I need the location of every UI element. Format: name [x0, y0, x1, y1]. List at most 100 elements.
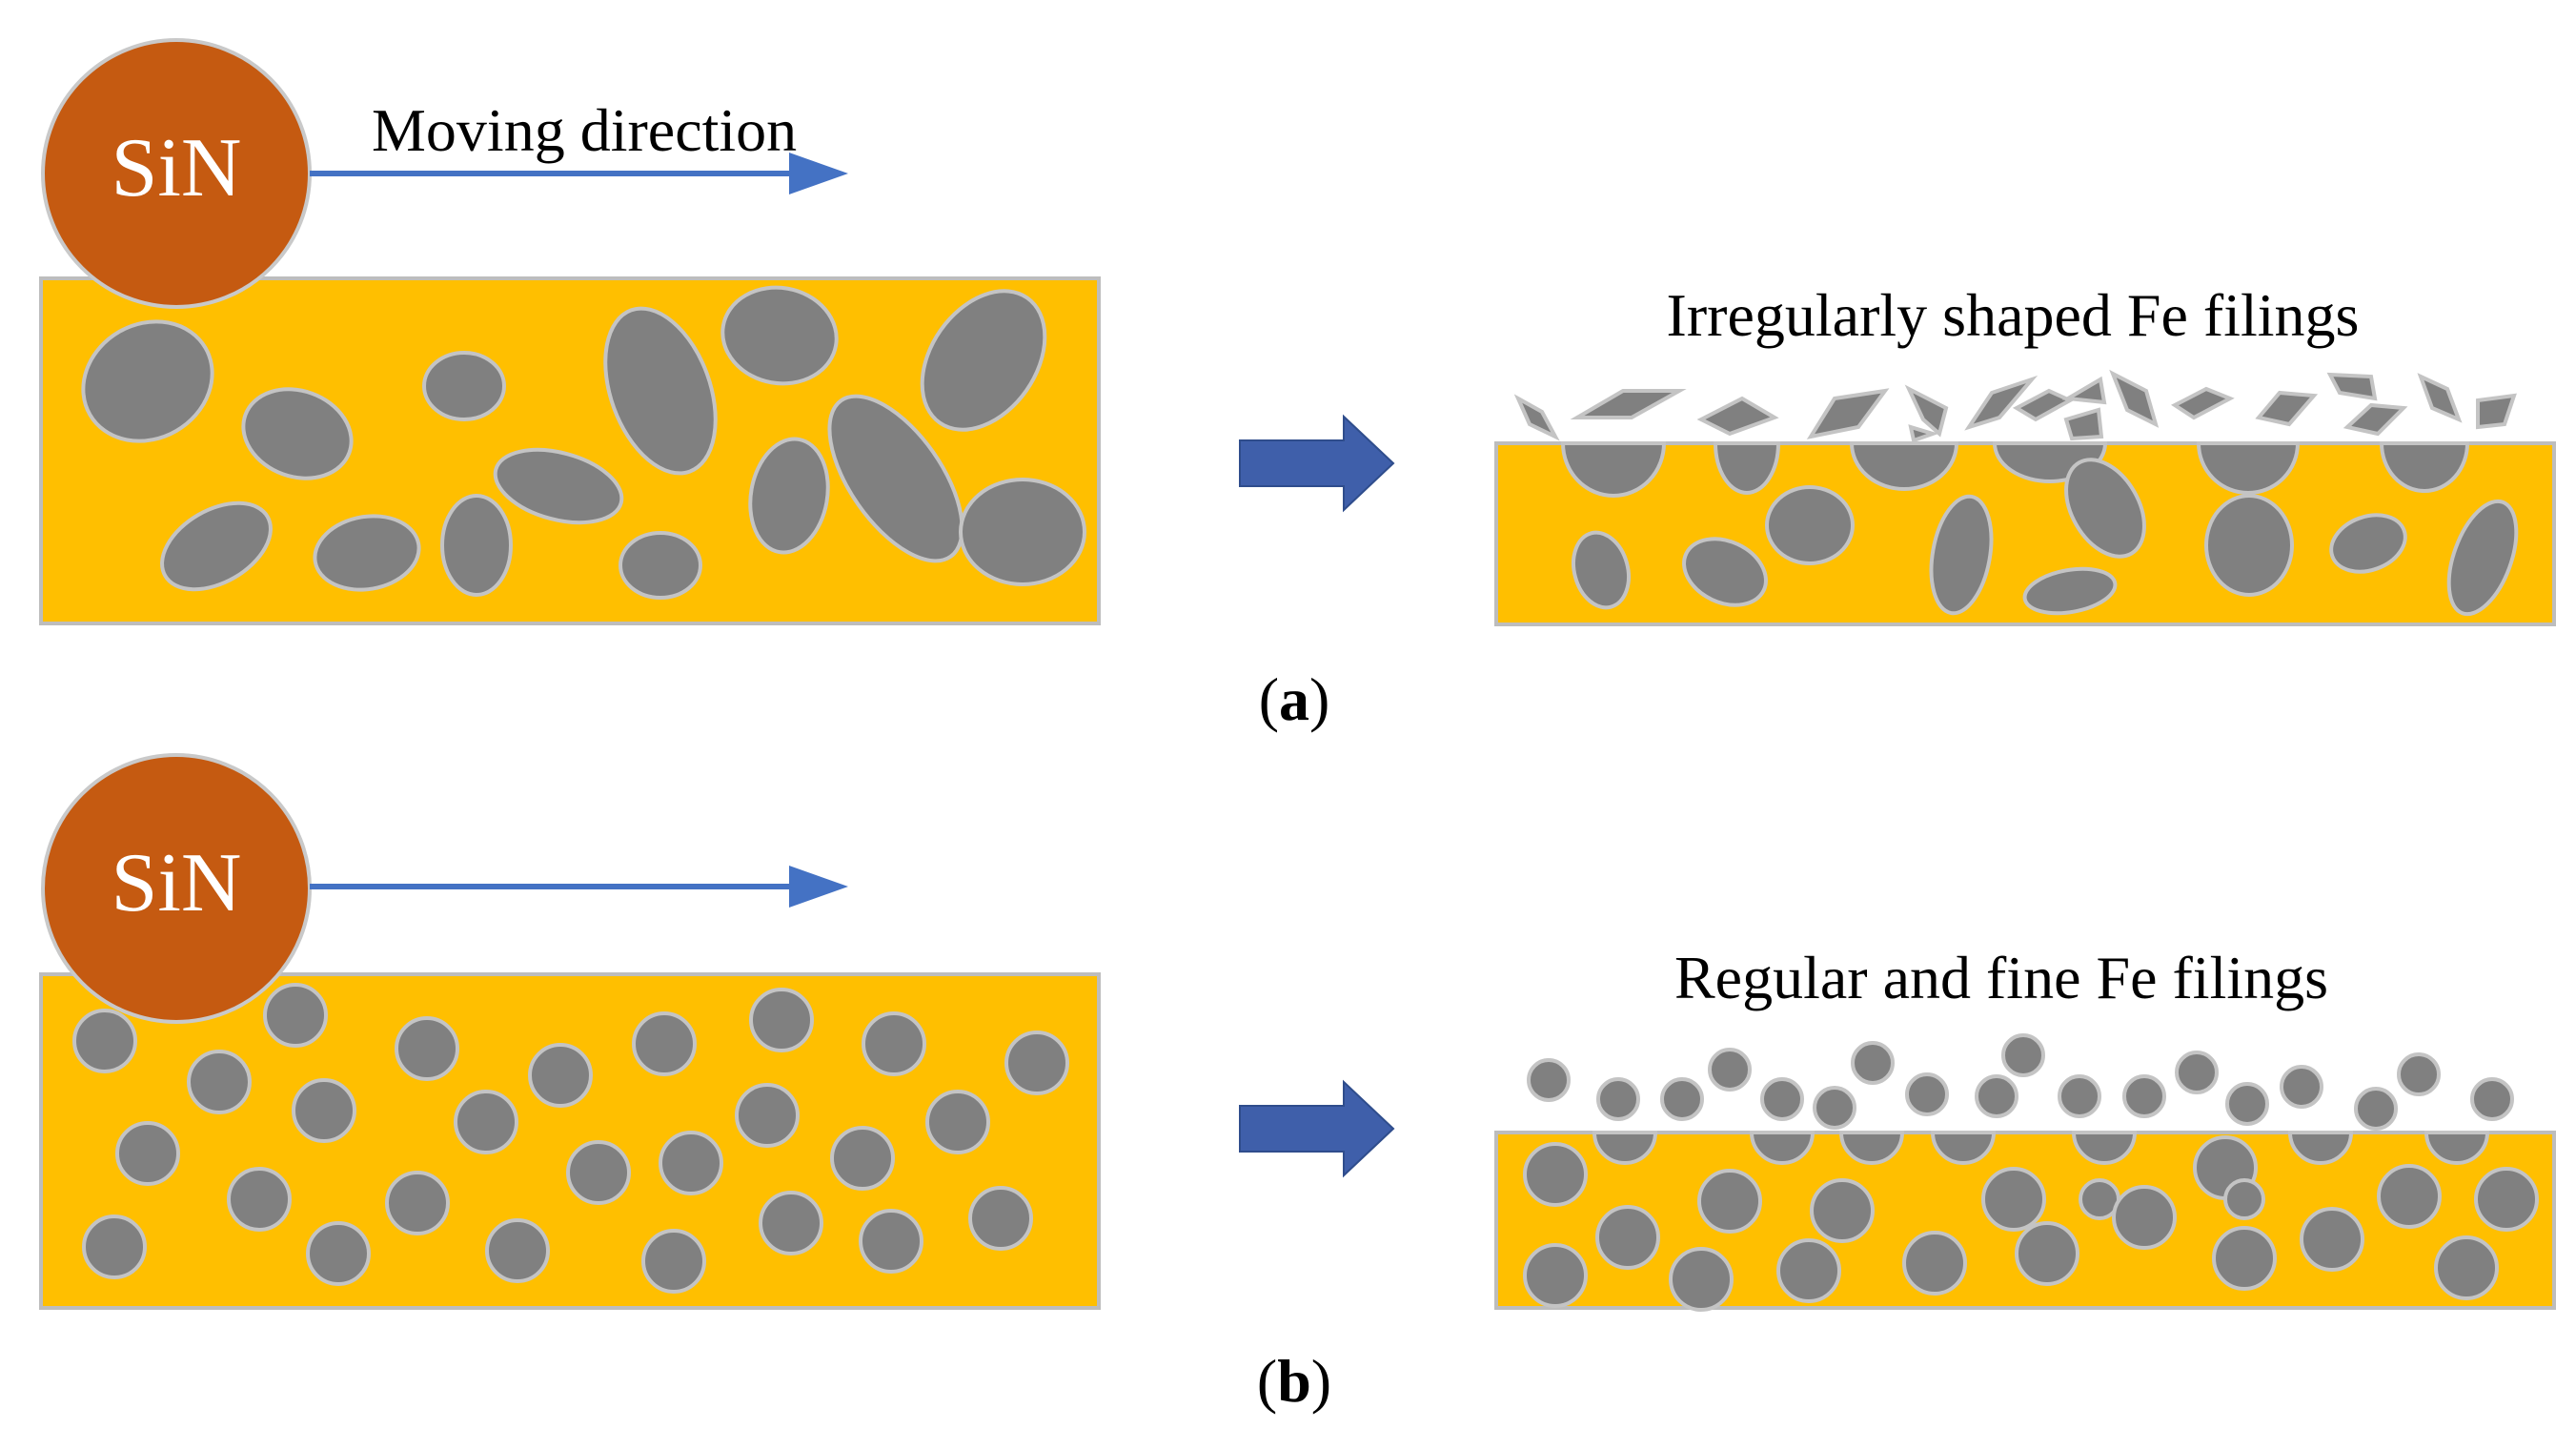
fe-particle: [1776, 1238, 1841, 1303]
fe-particle: [2287, 1131, 2354, 1165]
fe-filing: [1975, 1074, 2018, 1118]
fe-filing: [2175, 1051, 2219, 1094]
fe-particle: [82, 1214, 147, 1279]
panel-a-after: Irregularly shaped Fe filings: [1494, 281, 2556, 626]
fe-particle: [1595, 1205, 1660, 1270]
fe-filing: [2001, 1033, 2045, 1077]
fe-filing: [2255, 390, 2319, 427]
fe-filing: [2326, 372, 2378, 401]
fe-filing: [2109, 369, 2160, 428]
fe-particle: [2434, 1235, 2499, 1300]
fe-filing: [2354, 1087, 2398, 1131]
process-arrow-b: [1239, 1079, 1395, 1178]
fe-filing: [2058, 1074, 2101, 1118]
fe-particle: [748, 437, 830, 555]
fe-filing: [2397, 1052, 2441, 1096]
fe-particle: [920, 289, 1047, 432]
irregular-filings-label: Irregularly shaped Fe filings: [1667, 281, 2360, 349]
fe-filing: [2476, 393, 2517, 430]
fe-particle: [1981, 1167, 2046, 1232]
fe-particle: [454, 1090, 518, 1154]
caption-a: (a): [1259, 665, 1330, 733]
fe-particle: [528, 1043, 593, 1108]
fe-filing: [1813, 1086, 1856, 1130]
fe-particle: [1929, 494, 1994, 616]
fe-filing: [2343, 402, 2408, 437]
fe-filing: [2171, 386, 2235, 420]
fe-filing: [1596, 1077, 1640, 1121]
fe-particle: [1572, 530, 1631, 610]
fe-filing: [1708, 1048, 1752, 1092]
fe-particle: [440, 494, 513, 597]
fe-particle: [2300, 1207, 2364, 1272]
fe-filing: [1513, 394, 1560, 441]
fe-particle: [720, 285, 839, 386]
fine-fe-filings: [1527, 1033, 2514, 1131]
caption-b: (b): [1257, 1347, 1331, 1415]
fe-particle: [2446, 499, 2519, 617]
direction-arrowhead: [789, 153, 848, 194]
embedded-round-particles-b-after: [1523, 1135, 2539, 1312]
fe-particle: [925, 1090, 990, 1154]
fe-particle: [422, 351, 506, 421]
fe-particle: [1765, 485, 1855, 565]
fe-particle: [2329, 513, 2407, 574]
fine-filings-label: Regular and fine Fe filings: [1674, 944, 2328, 1011]
fe-particle: [2112, 1185, 2177, 1250]
moving-direction-arrow-b: [310, 866, 848, 908]
moving-direction-arrow-a: [310, 153, 848, 194]
fe-particle: [292, 1078, 356, 1143]
moving-direction-label: Moving direction: [372, 96, 797, 164]
fe-particle: [2377, 1164, 2442, 1229]
panel-a: SiN Moving direction: [39, 38, 2556, 733]
fe-particle: [1902, 1231, 1967, 1296]
fe-particle: [187, 1050, 252, 1114]
fe-particle: [306, 1221, 371, 1286]
fe-particle: [313, 514, 421, 592]
fe-particle: [2015, 1221, 2079, 1286]
fe-particle: [862, 1011, 926, 1076]
elongated-fe-particles-a-before: [81, 285, 1086, 600]
fe-particle: [1523, 1142, 1588, 1207]
fe-particle: [659, 1131, 723, 1195]
fe-particle: [493, 447, 624, 525]
fe-particle: [81, 319, 214, 443]
exposed-round-particles-b-after: [1592, 1131, 2490, 1165]
fe-particle: [1697, 1169, 1762, 1234]
fe-filing: [1905, 1072, 1949, 1116]
fe-filing: [1851, 1041, 1895, 1085]
sin-ball-label-b: SiN: [112, 837, 242, 929]
fe-particle: [1669, 1247, 1734, 1312]
fe-filing: [2122, 1074, 2166, 1118]
fe-particle: [619, 531, 702, 600]
fe-filing: [2225, 1082, 2269, 1126]
fe-particle: [1713, 441, 1781, 495]
direction-arrowhead: [789, 866, 848, 908]
fe-particle: [2474, 1167, 2539, 1232]
fe-particle: [1523, 1243, 1588, 1308]
fe-particle: [2196, 441, 2301, 495]
exposed-fe-particles-a-after: [1560, 441, 2519, 617]
panel-a-before: SiN Moving direction: [39, 38, 1101, 625]
fe-filing: [1570, 389, 1687, 419]
fe-particle: [485, 1218, 550, 1283]
fe-particle: [160, 500, 273, 592]
fe-particle: [263, 983, 328, 1048]
fe-particle: [641, 1229, 706, 1294]
fe-particle: [759, 1191, 823, 1255]
fe-particle: [1004, 1031, 1069, 1095]
fe-filing: [2417, 373, 2463, 423]
fe-particle: [2064, 458, 2146, 559]
fe-filing: [2063, 407, 2104, 441]
fe-filing: [2280, 1065, 2323, 1109]
fe-particle: [827, 394, 964, 563]
fe-particle: [968, 1186, 1033, 1251]
fe-particle: [959, 478, 1086, 586]
fe-particle: [2379, 441, 2470, 493]
fe-filing: [2470, 1077, 2514, 1121]
fe-particle: [1749, 1131, 1815, 1165]
fe-particle: [1930, 1131, 1997, 1165]
fe-particle: [632, 1011, 697, 1076]
